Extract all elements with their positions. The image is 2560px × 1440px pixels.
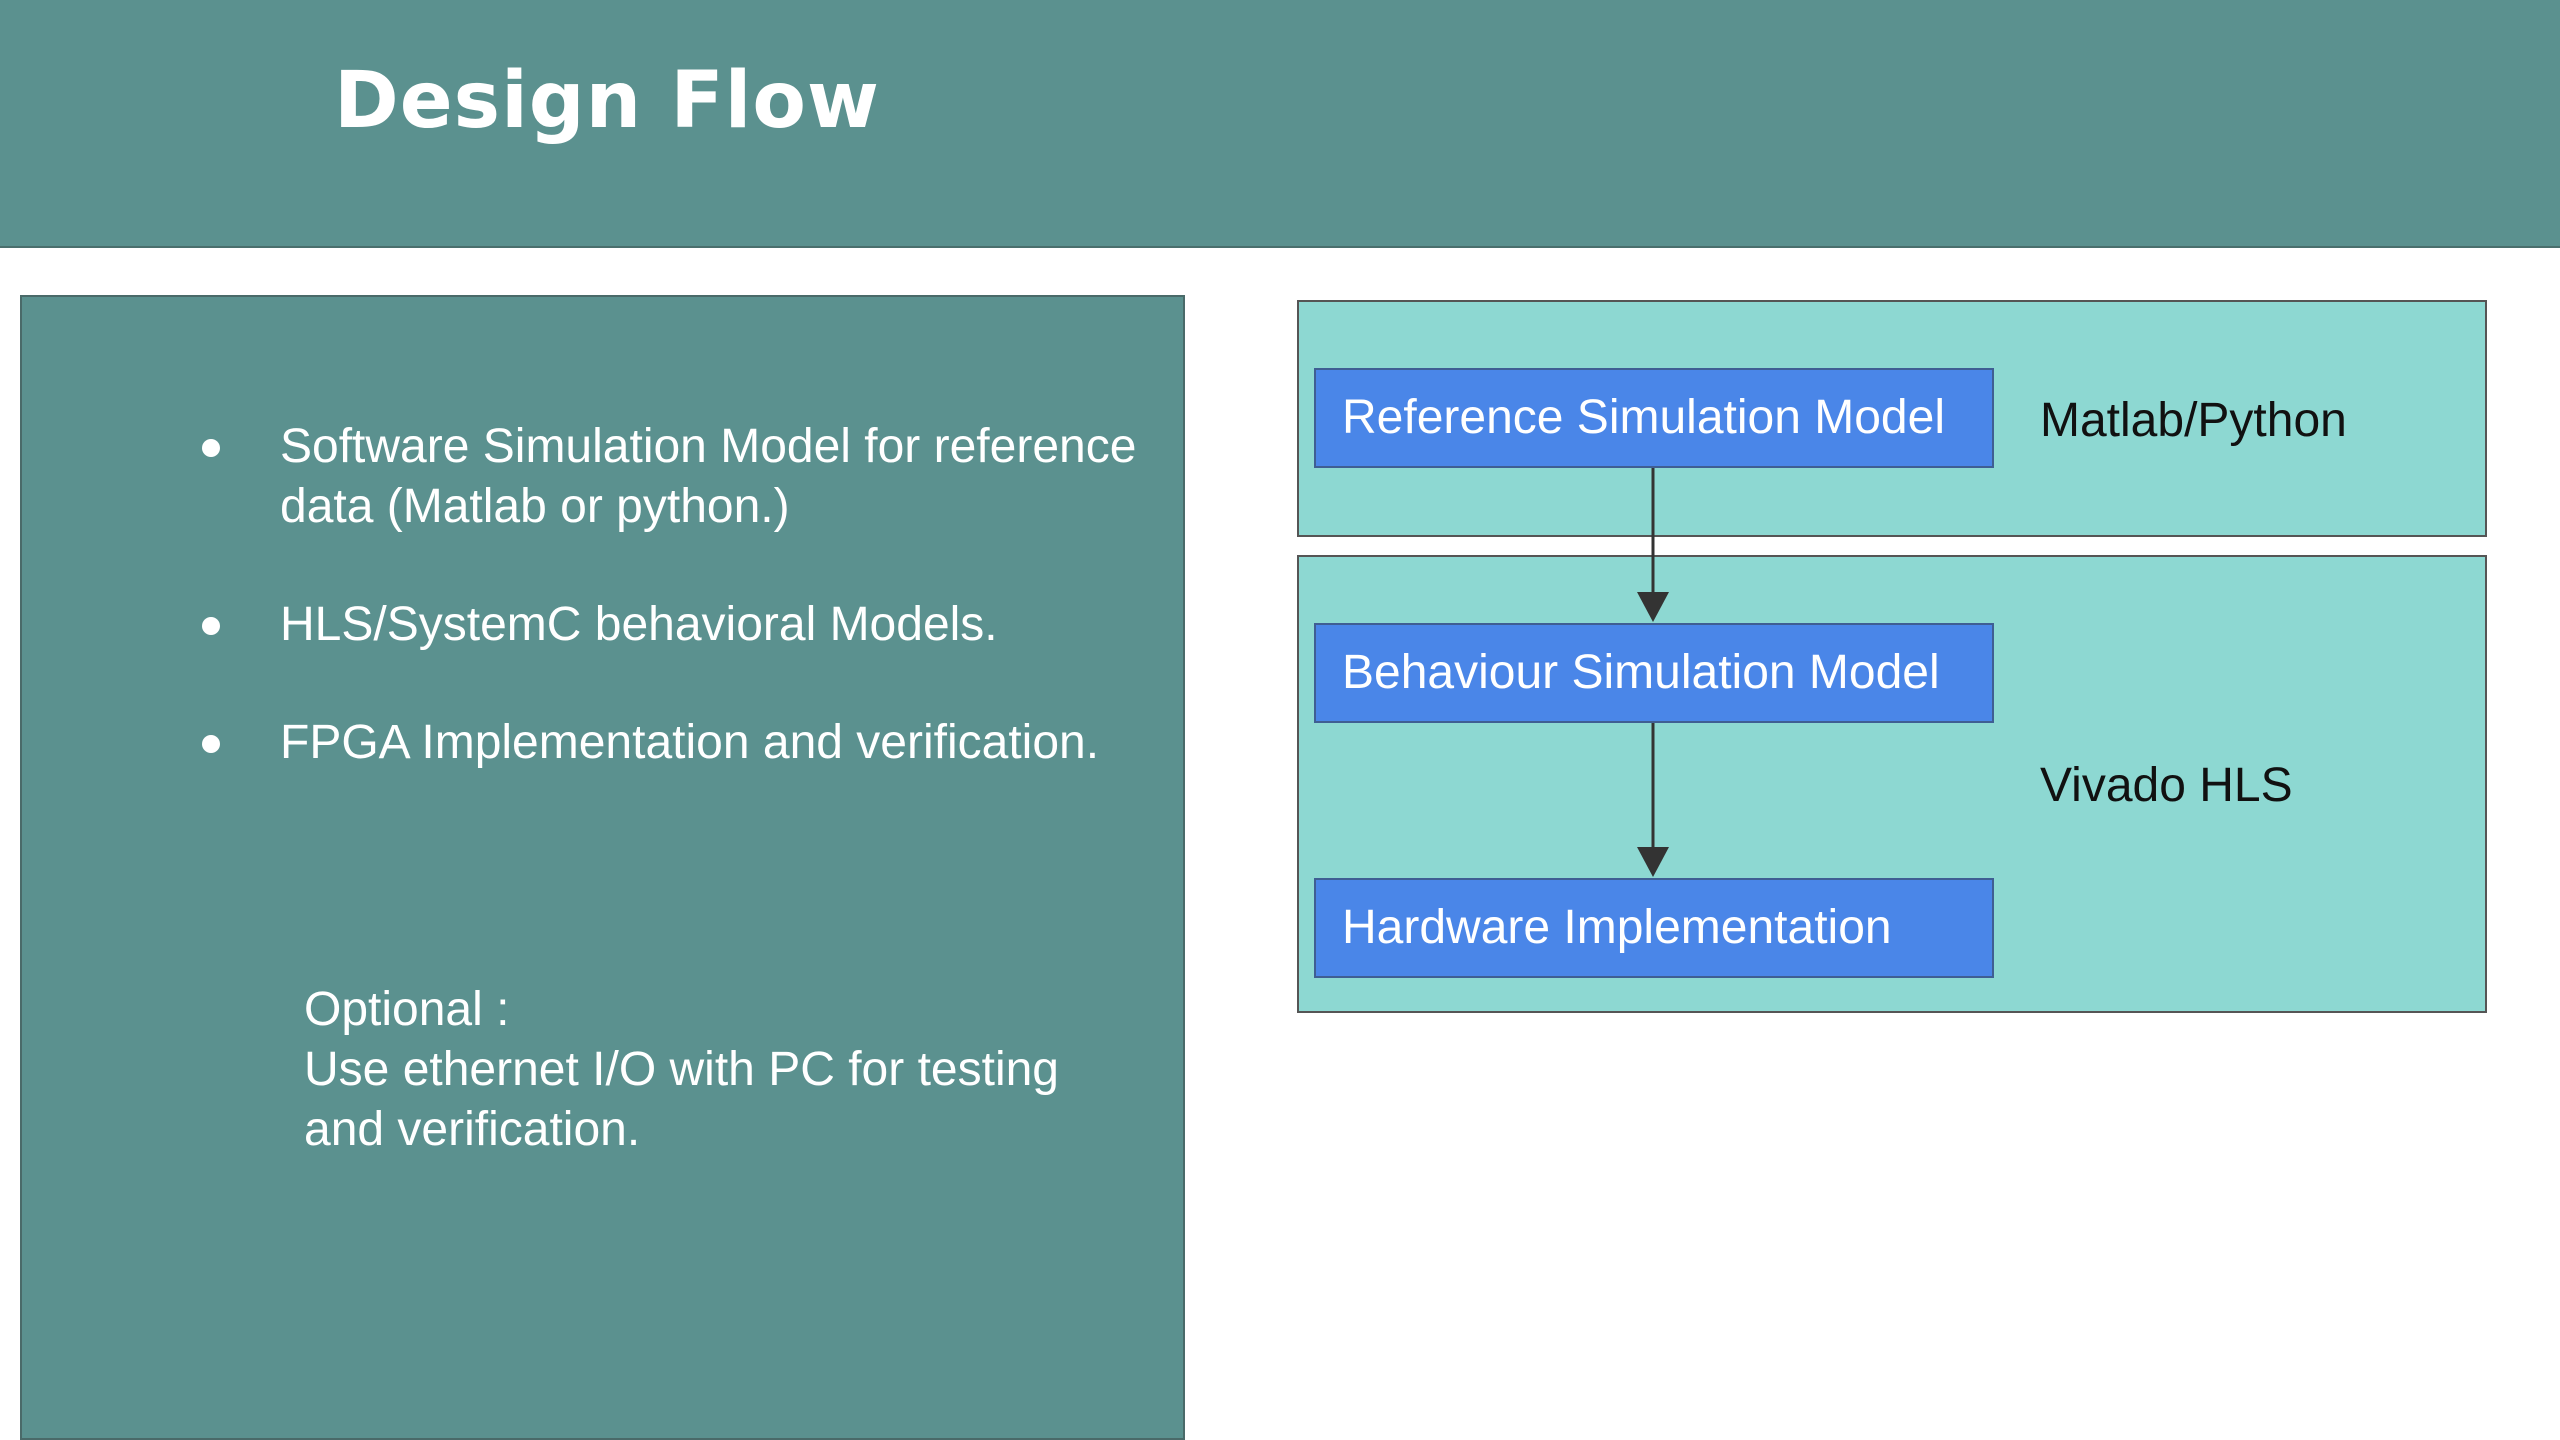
bullet-dot-icon: [202, 735, 220, 753]
bullet-dot-icon: [202, 617, 220, 635]
notes-panel: Software Simulation Model for reference …: [20, 295, 1185, 1440]
bullet-item-fpga: FPGA Implementation and verification.: [202, 713, 1162, 773]
stage-label-vivado-hls: Vivado HLS: [2040, 759, 2293, 812]
page-title: Design Flow: [334, 56, 880, 146]
block-hardware-implementation: Hardware Implementation: [1314, 878, 1994, 978]
optional-text-line: Use ethernet I/O with PC for testing: [304, 1043, 1059, 1096]
bullet-item-software-model: Software Simulation Model for reference …: [202, 417, 1162, 537]
header-bar: Design Flow: [0, 0, 2560, 248]
bullet-text-line: HLS/SystemC behavioral Models.: [280, 598, 998, 651]
optional-note: Optional : Use ethernet I/O with PC for …: [304, 980, 1164, 1160]
block-behaviour-simulation-model: Behaviour Simulation Model: [1314, 623, 1994, 723]
block-reference-simulation-model: Reference Simulation Model: [1314, 368, 1994, 468]
bullet-text-line: data (Matlab or python.): [280, 480, 790, 533]
bullet-item-hls-models: HLS/SystemC behavioral Models.: [202, 595, 1162, 655]
optional-heading: Optional :: [304, 983, 510, 1036]
stage-label-matlab-python: Matlab/Python: [2040, 394, 2347, 447]
bullet-text-line: Software Simulation Model for reference: [280, 420, 1137, 473]
optional-text-line: and verification.: [304, 1103, 641, 1156]
bullet-list: Software Simulation Model for reference …: [202, 417, 1162, 831]
bullet-dot-icon: [202, 439, 220, 457]
bullet-text-line: FPGA Implementation and verification.: [280, 716, 1100, 769]
